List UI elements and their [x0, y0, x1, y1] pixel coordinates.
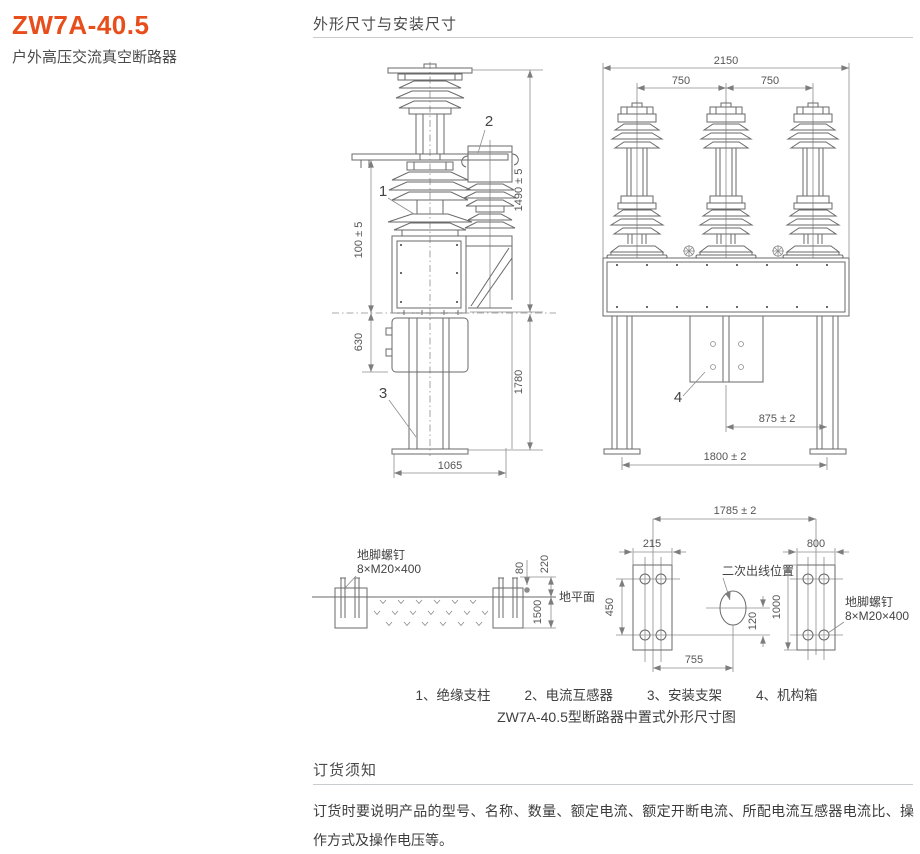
dim-label-1000: 1000	[771, 595, 783, 619]
dim-label-1785: 1785 ± 2	[714, 505, 757, 517]
dim-label-1065: 1065	[438, 460, 462, 472]
foundation-plan-drawing: 二次出线位置 1785 ± 2 215 800 450 1000 120 75	[604, 505, 909, 672]
part-label-4: 4	[674, 389, 682, 406]
dim-label-1800: 1800 ± 2	[704, 451, 747, 463]
dim-label-1490: 1490 ± 5	[513, 169, 525, 212]
frame-bolts	[616, 264, 828, 308]
anchor-bolt-label: 地脚螺钉	[845, 594, 893, 609]
foundation-side-drawing: 地脚螺钉 8×M20×400 80 220 1500 地平面	[312, 547, 595, 629]
dim-label-800: 800	[807, 538, 825, 550]
dim-label-750-right: 750	[761, 75, 779, 87]
dim-label-220: 220	[539, 555, 551, 573]
secondary-outlet-label: 二次出线位置	[722, 563, 794, 578]
pole-right	[782, 100, 844, 259]
dim-label-100: 100 ± 5	[353, 222, 365, 259]
ground-level-label: 地平面	[559, 590, 595, 604]
dim-label-2150: 2150	[714, 55, 738, 67]
pole-left	[606, 100, 668, 259]
pole-center	[695, 100, 757, 259]
page-subtitle: 户外高压交流真空断路器	[12, 49, 178, 66]
anchor-bolt-spec: 8×M20×400	[845, 609, 909, 623]
figure-legend: 1、绝缘支柱 2、电流互感器 3、安装支架 4、机构箱	[313, 684, 920, 704]
figure-caption: ZW7A-40.5型断路器中置式外形尺寸图	[497, 709, 736, 725]
section-divider	[313, 784, 913, 785]
dim-label-1780: 1780	[513, 370, 525, 394]
legend-item: 1、绝缘支柱	[415, 688, 491, 703]
part-label-2: 2	[485, 113, 493, 130]
dim-label-450: 450	[604, 598, 616, 616]
secondary-outlet-ellipse	[719, 590, 747, 626]
dim-label-875: 875 ± 2	[759, 413, 796, 425]
lifting-lug-icon	[683, 245, 784, 257]
legend-item: 3、安装支架	[647, 688, 723, 703]
ordering-section-title: 订货须知	[313, 762, 378, 779]
legend-item: 4、机构箱	[756, 688, 818, 703]
soil-hatching	[373, 599, 489, 627]
front-view-drawing: 4 2150 750 750 875 ± 2 1800 ± 2	[602, 55, 850, 470]
part-label-1: 1	[379, 183, 387, 200]
ordering-notes-text: 订货时要说明产品的型号、名称、数量、额定电流、额定开断电流、所配电流互感器电流比…	[313, 803, 914, 848]
dim-label-1500: 1500	[532, 600, 544, 624]
dim-label-80: 80	[514, 562, 526, 574]
page-title: ZW7A-40.5	[12, 10, 150, 40]
anchor-bolt-spec: 8×M20×400	[357, 562, 421, 576]
part-label-3: 3	[379, 385, 387, 402]
bolt-head-dot	[524, 587, 530, 593]
dim-label-750-left: 750	[672, 75, 690, 87]
dim-label-215: 215	[643, 538, 661, 550]
dim-label-755: 755	[685, 654, 703, 666]
side-view-drawing: 100 ± 5 630 1490 ± 5 1780 1065 1 2 3	[332, 62, 556, 478]
section-divider	[313, 37, 913, 38]
dim-label-630: 630	[353, 333, 365, 351]
legend-item: 2、电流互感器	[524, 688, 613, 703]
anchor-bolt-label: 地脚螺钉	[357, 547, 405, 562]
dim-label-120: 120	[747, 612, 759, 630]
dimensions-section-title: 外形尺寸与安装尺寸	[313, 16, 458, 33]
